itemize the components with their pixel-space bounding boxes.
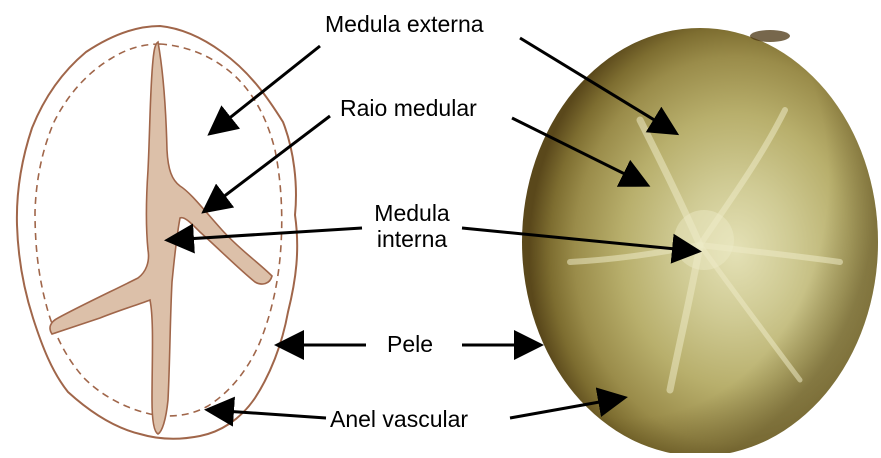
label-pele: Pele	[387, 331, 433, 357]
label-anel-vascular: Anel vascular	[330, 406, 468, 432]
label-medula-interna-line1: Medula	[362, 200, 462, 226]
schematic-drawing	[17, 26, 297, 439]
label-raio-medular: Raio medular	[340, 95, 477, 121]
label-medula-interna: Medula interna	[362, 200, 462, 252]
label-medula-externa: Medula externa	[325, 11, 484, 37]
label-medula-interna-line2: interna	[362, 226, 462, 252]
